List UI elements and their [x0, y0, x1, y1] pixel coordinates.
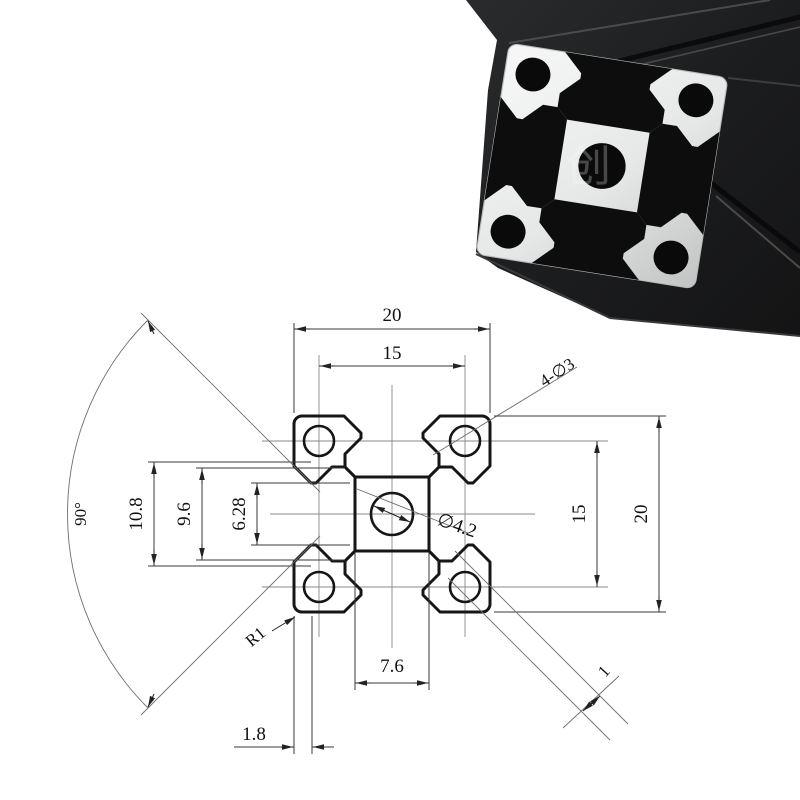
- dim-left-opening: [251, 482, 350, 546]
- dim-label-wall-thickness: 1: [594, 662, 614, 681]
- body-top-slot-groove: [618, 14, 800, 64]
- dim-left-cavity: [196, 467, 345, 561]
- face-center-bore: [578, 143, 626, 189]
- dim-label-left-outer: 10.8: [126, 497, 147, 530]
- face-corner-hole-tr: [678, 83, 714, 118]
- dim-label-corner-holes: 4-∅3: [536, 354, 578, 390]
- body-side-slot-highlight: [715, 195, 800, 269]
- body-top-left-arris: [508, 0, 771, 44]
- dim-right-height: [494, 415, 666, 613]
- dim-vslot-angle: [67, 312, 321, 716]
- technical-drawing: 20 15 4-∅3 15 20: [67, 305, 666, 754]
- body-top-right-arris: [727, 77, 800, 87]
- profile-outline: [292, 414, 492, 614]
- dim-label-vslot-angle: 90°: [71, 502, 90, 526]
- corner-hole-tl: [302, 424, 336, 458]
- dim-left-outer: [148, 461, 311, 567]
- dim-bottom-lip: [234, 616, 334, 754]
- face-corner-hole-br: [653, 240, 689, 275]
- dim-label-right-height: 20: [631, 505, 652, 524]
- dim-label-bottom-slot: 7.6: [380, 656, 404, 677]
- center-bore-circle: [369, 491, 415, 537]
- leader-corner-radius: [271, 616, 296, 632]
- product-photo: 创: [466, 0, 800, 337]
- dim-label-top-pitch: 15: [383, 343, 402, 364]
- dim-label-bottom-lip: 1.8: [242, 724, 266, 745]
- centerlines: [262, 355, 608, 648]
- dim-label-left-cavity: 9.6: [174, 502, 195, 526]
- corner-hole-br: [448, 570, 482, 604]
- dim-label-top-width: 20: [383, 305, 402, 326]
- face-corner-hole-tl: [515, 57, 551, 92]
- dim-top-width: [293, 323, 491, 413]
- dim-bottom-slot: [354, 553, 430, 690]
- body-bottom-arris: [475, 253, 800, 337]
- dim-label-corner-radius: R1: [242, 623, 269, 650]
- leader-corner-holes: [432, 366, 578, 456]
- corner-hole-tr: [448, 424, 482, 458]
- corner-hole-bl: [302, 570, 336, 604]
- watermark-text: 创: [566, 142, 611, 192]
- dim-center-bore: [356, 488, 469, 534]
- body-side-slot-groove: [709, 181, 800, 254]
- dim-label-left-opening: 6.28: [229, 497, 250, 530]
- extrusion-face: 创: [476, 43, 728, 289]
- dim-wall-thickness: [447, 550, 629, 741]
- face-corner-hole-bl: [490, 214, 526, 249]
- body-top-slot-highlight: [625, 26, 800, 69]
- dim-label-right-pitch: 15: [569, 505, 590, 524]
